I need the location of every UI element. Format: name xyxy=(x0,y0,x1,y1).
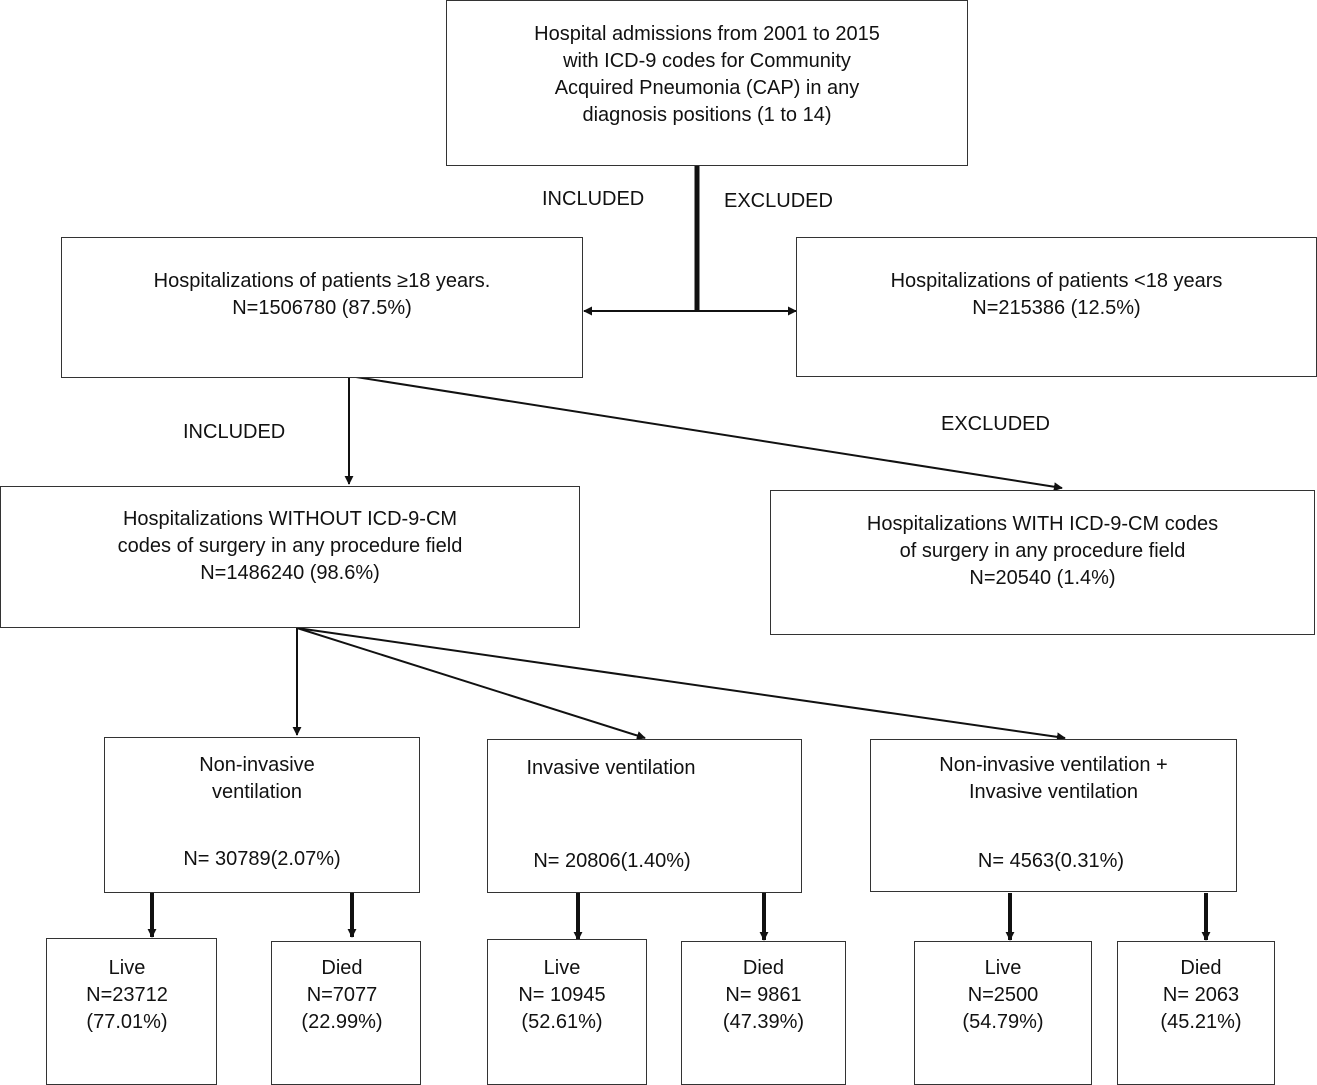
included-label-2: INCLUDED xyxy=(183,421,286,443)
iv-live-box xyxy=(487,939,647,1085)
iv-title: Invasive ventilation xyxy=(526,757,696,779)
iv-died-box xyxy=(681,941,846,1085)
both-died-text: Died N= 2063 (45.21%) xyxy=(1160,957,1242,1033)
niv-live-box xyxy=(46,938,217,1085)
excluded-label-2: EXCLUDED xyxy=(941,413,1050,435)
niv-died-box xyxy=(271,941,421,1085)
root-text: Hospital admissions from 2001 to 2015 wi… xyxy=(534,23,880,126)
root-box xyxy=(446,0,968,166)
arrow-to-iv xyxy=(296,627,646,740)
both-died-box xyxy=(1117,941,1275,1085)
surgery-text: Hospitalizations WITH ICD-9-CM codes of … xyxy=(866,513,1219,589)
both-n: N= 4563(0.31%) xyxy=(977,850,1125,872)
iv-box xyxy=(487,739,802,893)
minors-text: Hospitalizations of patients <18 years N… xyxy=(890,270,1223,319)
no-surgery-text: Hospitalizations WITHOUT ICD-9-CM codes … xyxy=(117,508,463,584)
arrow-to-surgery xyxy=(355,376,1063,492)
no-surgery-box xyxy=(0,486,580,628)
niv-n: N= 30789(2.07%) xyxy=(183,848,341,870)
niv-title: Non-invasive ventilation xyxy=(199,754,315,803)
niv-died-text: Died N=7077 (22.99%) xyxy=(301,957,383,1033)
excluded-label-1: EXCLUDED xyxy=(724,190,833,212)
minors-box xyxy=(796,237,1317,377)
adults-box xyxy=(61,237,583,378)
included-label-1: INCLUDED xyxy=(542,188,645,210)
surgery-box xyxy=(770,490,1315,635)
niv-live-text: Live N=23712 (77.01%) xyxy=(86,957,168,1033)
iv-live-text: Live N= 10945 (52.61%) xyxy=(518,957,606,1033)
adults-text: Hospitalizations of patients ≥18 years. … xyxy=(153,270,491,319)
niv-box xyxy=(104,737,420,893)
both-title: Non-invasive ventilation + Invasive vent… xyxy=(939,754,1168,803)
arrow-to-both xyxy=(296,627,1066,742)
both-live-text: Live N=2500 (54.79%) xyxy=(962,957,1044,1033)
iv-n: N= 20806(1.40%) xyxy=(533,850,691,872)
both-live-box xyxy=(914,941,1092,1085)
iv-died-text: Died N= 9861 (47.39%) xyxy=(722,957,805,1033)
both-box xyxy=(870,739,1237,892)
